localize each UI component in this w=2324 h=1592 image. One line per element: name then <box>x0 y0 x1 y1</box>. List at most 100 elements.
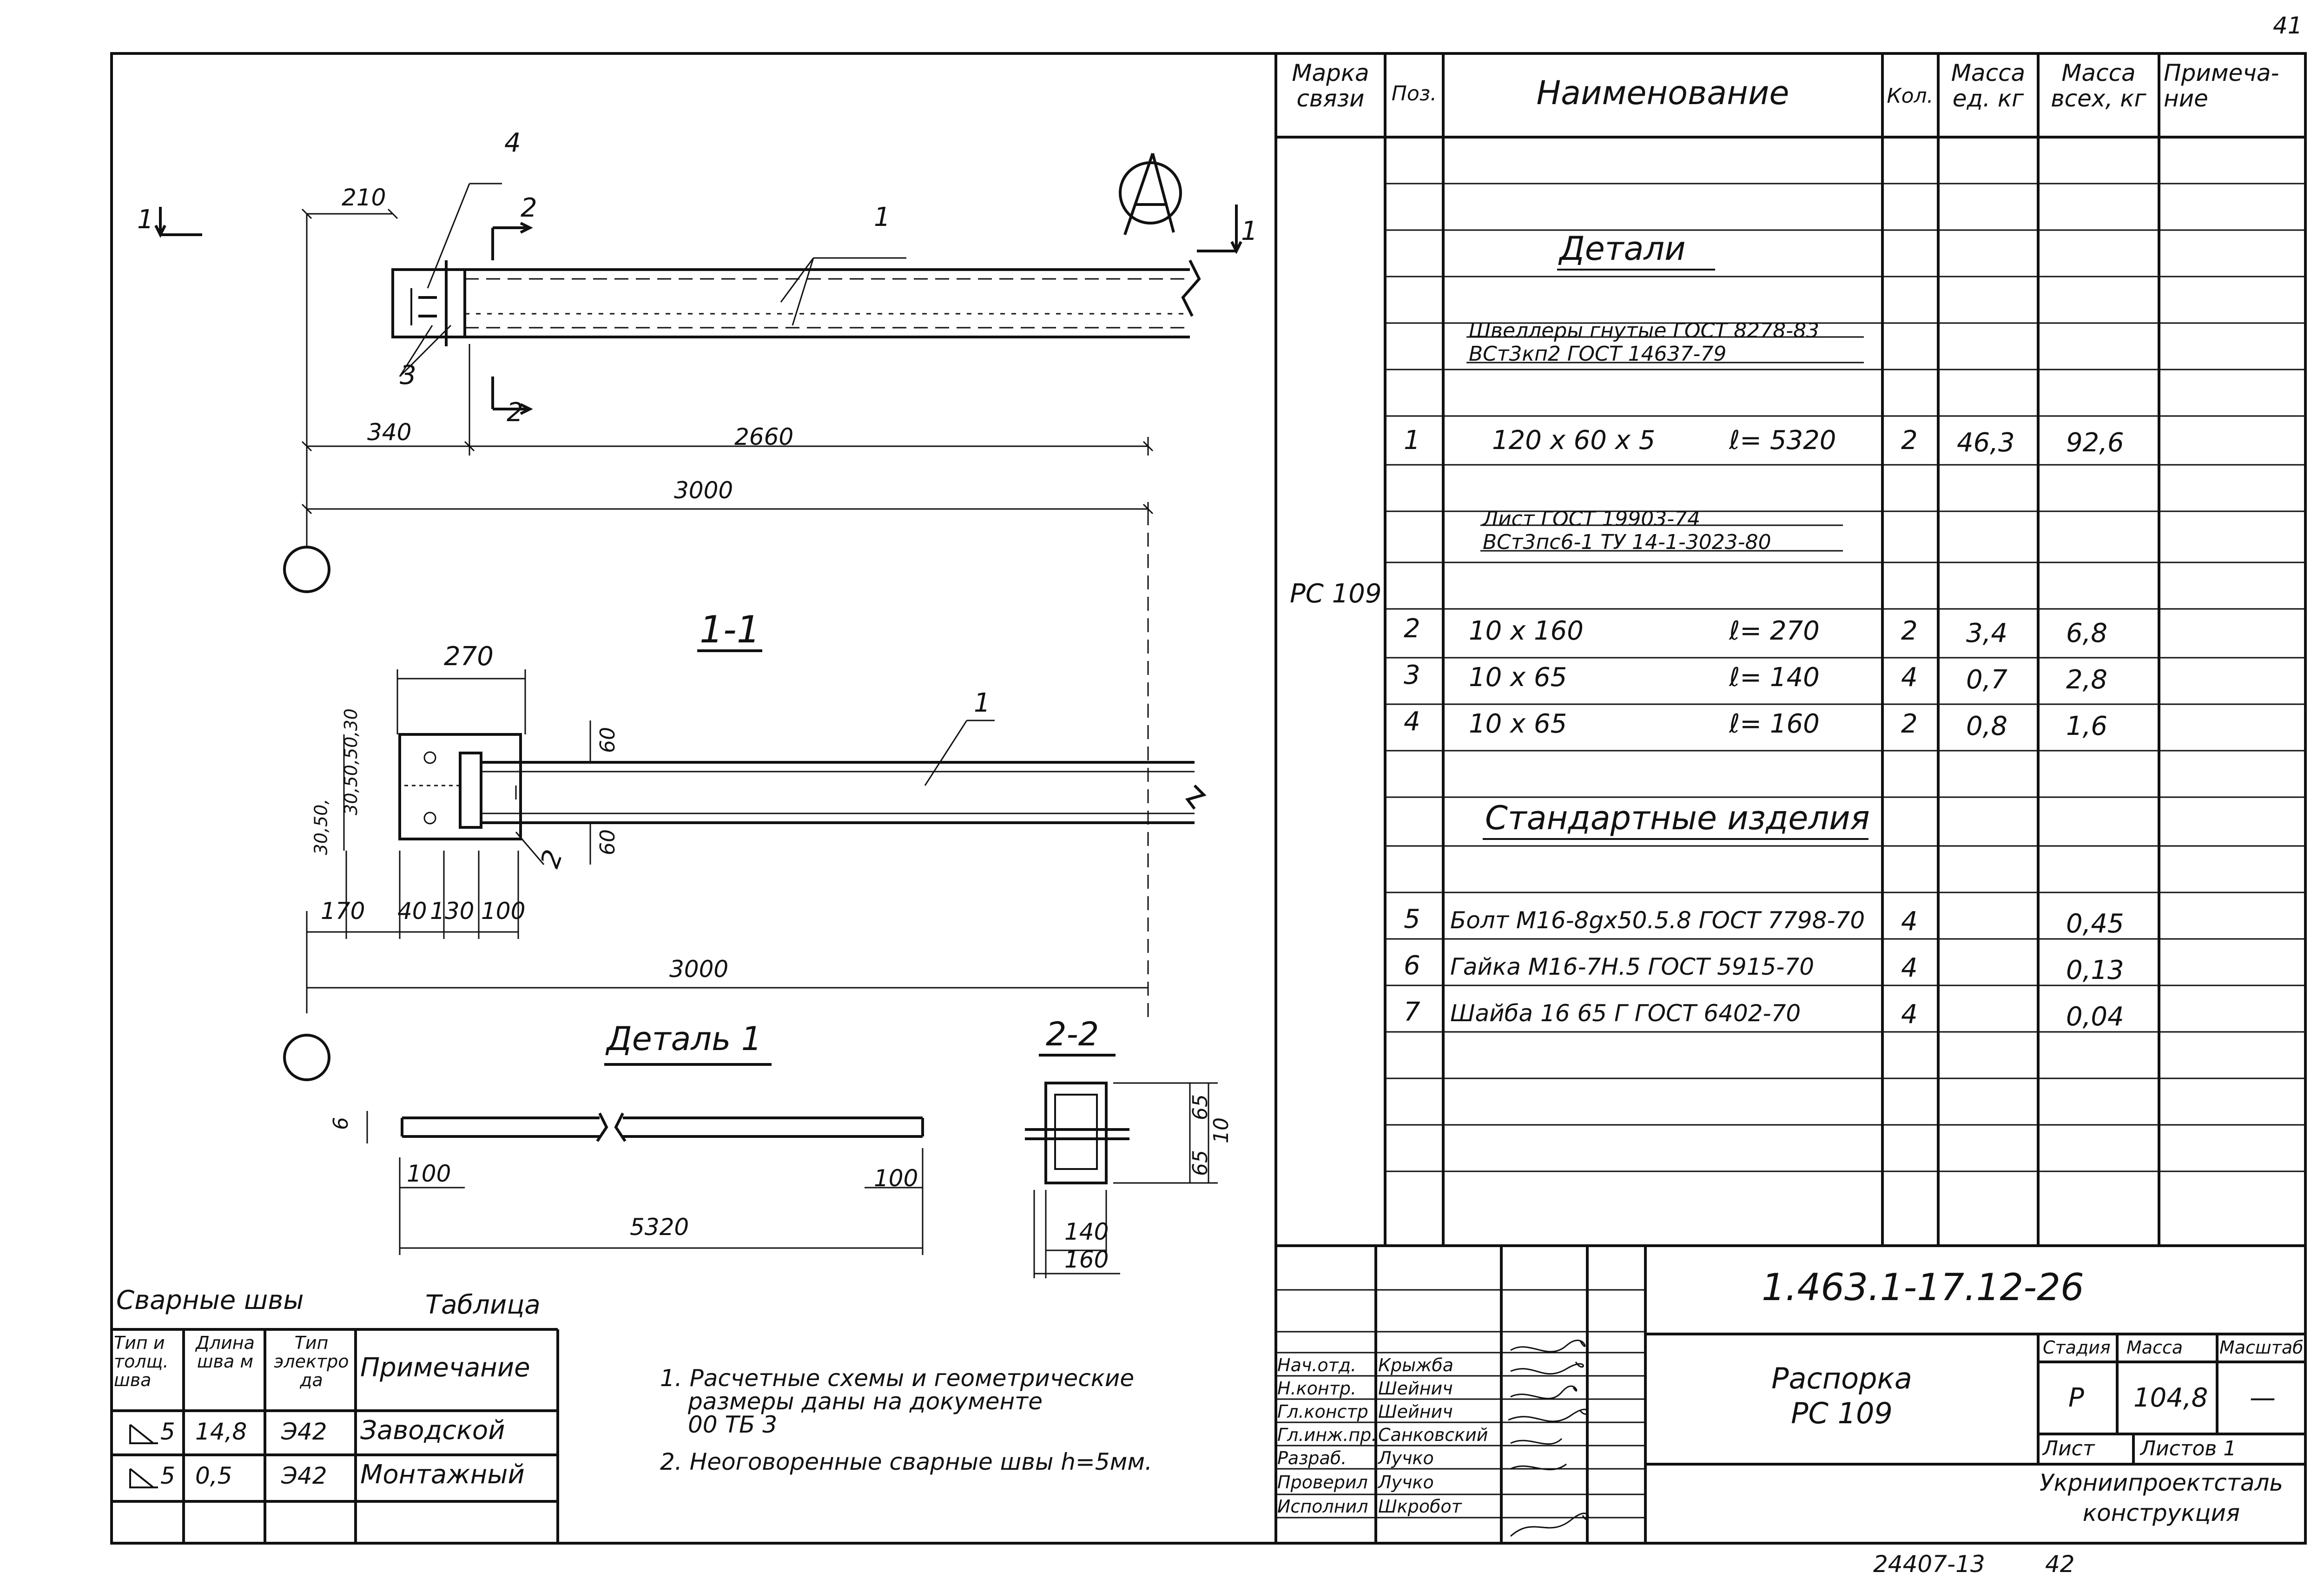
dim-10: 10 <box>1209 1117 1233 1143</box>
section-2-marker-bottom <box>491 377 533 415</box>
spec-row-mass-total: 0,13 <box>2066 955 2124 985</box>
note-line-3: 00 ТБ 3 <box>688 1411 778 1438</box>
spec-sheet-header-1: Лист ГОСТ 19903-74 <box>1483 507 1701 531</box>
scale-value: — <box>2250 1383 2276 1413</box>
dim-65-top: 65 <box>1188 1094 1212 1120</box>
section-1-1-view <box>398 733 1207 840</box>
section-1-1-title: 1-1 <box>700 608 760 651</box>
role-6: Проверил <box>1277 1472 1368 1493</box>
position-1-section-label: 1 <box>974 688 990 718</box>
spec-row-qty: 4 <box>1901 662 1918 693</box>
spec-row-qty: 2 <box>1901 709 1918 739</box>
spec-row-mass-unit: 3,4 <box>1966 618 2008 648</box>
spec-row-pos: 1 <box>1404 425 1420 456</box>
role-3: Гл.констр <box>1277 1401 1368 1422</box>
spec-row-qty: 4 <box>1901 906 1918 937</box>
weld-row-1-electrode: Э42 <box>281 1418 327 1445</box>
section-2-2-title: 2-2 <box>1046 1015 1099 1053</box>
weld-row-2-electrode: Э42 <box>281 1462 327 1489</box>
spec-section-standard: Стандартные изделия <box>1485 799 1870 837</box>
section-2-2-view <box>1025 1082 1129 1184</box>
name-7: Шкробот <box>1378 1496 1462 1517</box>
section-1-marker-label: 1 <box>137 205 154 235</box>
sheet-frame <box>110 52 2307 1545</box>
dim-60-bottom: 60 <box>596 829 620 855</box>
title-block-grid <box>1374 1246 2305 1543</box>
spec-row-mass-total: 1,6 <box>2066 711 2108 741</box>
role-2: Н.контр. <box>1277 1378 1357 1399</box>
weld-symbols <box>129 1424 158 1488</box>
weld-row-2-type: 5 <box>160 1462 175 1489</box>
spec-header-mass-unit: Масса ед. кг <box>1951 59 2026 112</box>
note-line-1: 1. Расчетные схемы и геометрические <box>660 1365 1135 1392</box>
name-2: Шейнич <box>1378 1378 1453 1399</box>
section-2-marker-top-label: 2 <box>521 193 537 223</box>
spec-row-name: 120 x 60 x 5 <box>1492 425 1656 456</box>
spec-row-mass-total: 0,45 <box>2066 909 2124 939</box>
spec-header-pos: Поз. <box>1391 82 1437 106</box>
product-title-1: Распорка <box>1771 1361 1912 1395</box>
weld-header-electrode: Тип электро да <box>274 1333 349 1390</box>
spec-row-name: 10 x 65 <box>1469 709 1567 739</box>
spec-header-name: Наименование <box>1536 74 1789 112</box>
position-1-top-label: 1 <box>874 202 891 232</box>
weld-header-type: Тип и толщ. шва <box>114 1333 169 1390</box>
spec-row-mass-unit: 0,7 <box>1966 665 2008 695</box>
weld-row-1-length: 14,8 <box>195 1418 247 1445</box>
spec-header-mark: Марка связи <box>1292 59 1369 112</box>
note-line-4: 2. Неоговоренные сварные швы h=5мм. <box>660 1448 1152 1475</box>
dim-160: 160 <box>1064 1246 1109 1273</box>
spec-row-length: ℓ= 5320 <box>1729 425 1836 456</box>
dim-3000-section: 3000 <box>669 956 729 983</box>
role-5: Разраб. <box>1277 1448 1347 1468</box>
role-1: Нач.отд. <box>1277 1355 1357 1375</box>
role-7: Исполнил <box>1277 1496 1368 1517</box>
plan-view <box>391 259 1201 346</box>
dim-170: 170 <box>321 898 365 925</box>
name-1: Крыжба <box>1378 1355 1454 1375</box>
section-1-marker-right-label: 1 <box>1241 216 1258 246</box>
org-line-2: конструкция <box>2082 1500 2240 1526</box>
name-4: Санковский <box>1378 1425 1488 1445</box>
spec-row-pos: 6 <box>1404 951 1420 981</box>
dim-60-top: 60 <box>596 727 620 753</box>
stage-label: Стадия <box>2043 1337 2111 1358</box>
spec-row-mass-total: 6,8 <box>2066 618 2108 648</box>
name-5: Лучко <box>1378 1448 1434 1468</box>
page-number: 41 <box>2273 12 2303 39</box>
weld-caption-right: Таблица <box>425 1290 541 1320</box>
spec-row-mass-total: 92,6 <box>2066 428 2124 458</box>
spec-row-name: Шайба 16 65 Г ГОСТ 6402-70 <box>1450 1000 1801 1027</box>
weld-header-note: Примечание <box>360 1353 530 1383</box>
spec-row-name: Болт М16-8gх50.5.8 ГОСТ 7798-70 <box>1450 907 1865 934</box>
spec-channel-header-2: ВСт3кп2 ГОСТ 14637-79 <box>1469 342 1727 366</box>
dim-100-left: 100 <box>407 1160 451 1187</box>
axis-bubble-section <box>283 1034 330 1081</box>
spec-row-pos: 3 <box>1404 660 1420 690</box>
section-1-1-dimensions <box>306 511 1149 1023</box>
archive-number: 24407-13 <box>1873 1551 1985 1578</box>
detail-1-dimensions <box>366 1111 924 1255</box>
weld-row-2-length: 0,5 <box>195 1462 232 1489</box>
dim-3000-plan: 3000 <box>674 477 733 504</box>
spec-row-length: ℓ= 270 <box>1729 616 1820 646</box>
weld-row-1-note: Заводской <box>360 1415 505 1446</box>
position-4-label: 4 <box>504 128 521 158</box>
dim-210: 210 <box>342 184 386 211</box>
product-title-2: РС 109 <box>1791 1396 1893 1430</box>
spec-row-pos: 5 <box>1404 904 1420 934</box>
dim-130: 130 <box>430 898 475 925</box>
spec-row-name: Гайка М16-7Н.5 ГОСТ 5915-70 <box>1450 953 1815 980</box>
axis-bubble-plan <box>283 546 330 593</box>
signatures <box>1508 1340 1589 1537</box>
spec-mark-value: РС 109 <box>1290 579 1382 609</box>
spec-row-mass-total: 0,04 <box>2066 1002 2124 1032</box>
dim-100-right: 100 <box>874 1165 918 1192</box>
doc-code: 1.463.1-17.12-26 <box>1762 1266 2084 1309</box>
weld-row-1-type: 5 <box>160 1418 175 1445</box>
section-2-2-dimensions <box>1033 1082 1218 1278</box>
spec-channel-header-1: Швеллеры гнутые ГОСТ 8278-83 <box>1469 319 1819 343</box>
dim-40: 40 <box>397 898 427 925</box>
spec-row-pos: 4 <box>1404 707 1420 737</box>
